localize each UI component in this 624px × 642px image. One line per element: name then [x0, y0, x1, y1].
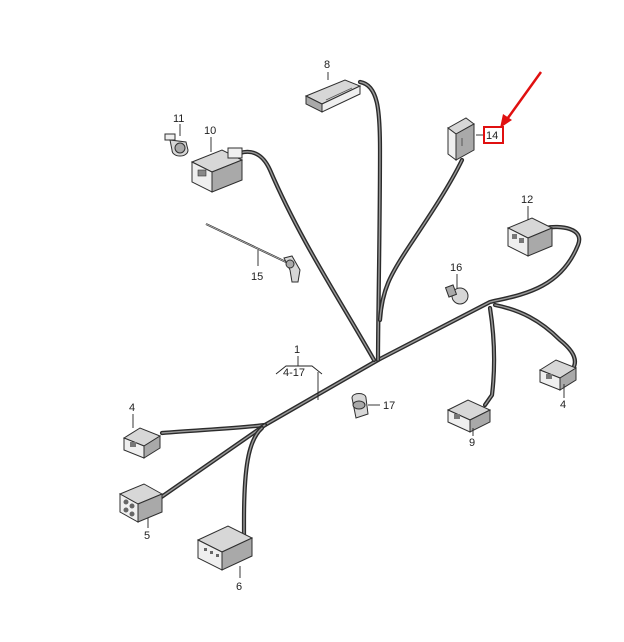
sensor-11	[164, 133, 189, 157]
leader-lines	[132, 72, 565, 578]
connector-14	[447, 117, 475, 161]
connector-12	[506, 217, 554, 257]
connector-10	[190, 147, 244, 193]
connector-9	[446, 399, 492, 433]
connector-4-left	[122, 427, 162, 459]
clip-16	[444, 284, 469, 305]
connector-4-right	[538, 359, 578, 391]
highlight-box	[483, 126, 504, 144]
cable-tie-15	[205, 223, 301, 283]
connector-5	[118, 483, 164, 523]
callout-4-right: 4	[560, 399, 566, 411]
connector-8	[304, 79, 362, 113]
callout-labels: 8 11 10 15 12 16 1 4-17 17 4 4 9 5 6	[129, 59, 566, 593]
connector-6	[196, 525, 254, 571]
callout-14: 14	[486, 130, 498, 142]
callout-6: 6	[236, 581, 242, 593]
callout-1: 1	[294, 344, 300, 356]
holder-17	[351, 393, 369, 419]
callout-1-range: 4-17	[283, 367, 305, 379]
callout-15: 15	[251, 271, 263, 283]
highlight-arrow-head	[500, 114, 512, 128]
callout-8: 8	[324, 59, 330, 71]
wire-harness	[157, 79, 582, 553]
highlight-arrow-line	[503, 71, 543, 123]
callout-11: 11	[173, 113, 184, 125]
highlight-14: 14	[483, 71, 543, 144]
callout-9: 9	[469, 437, 475, 449]
callout-16: 16	[450, 262, 462, 274]
callout-5: 5	[144, 530, 150, 542]
callout-17: 17	[383, 400, 395, 412]
callout-10: 10	[204, 125, 216, 137]
callout-4-left: 4	[129, 402, 135, 414]
callout-12: 12	[521, 194, 533, 206]
